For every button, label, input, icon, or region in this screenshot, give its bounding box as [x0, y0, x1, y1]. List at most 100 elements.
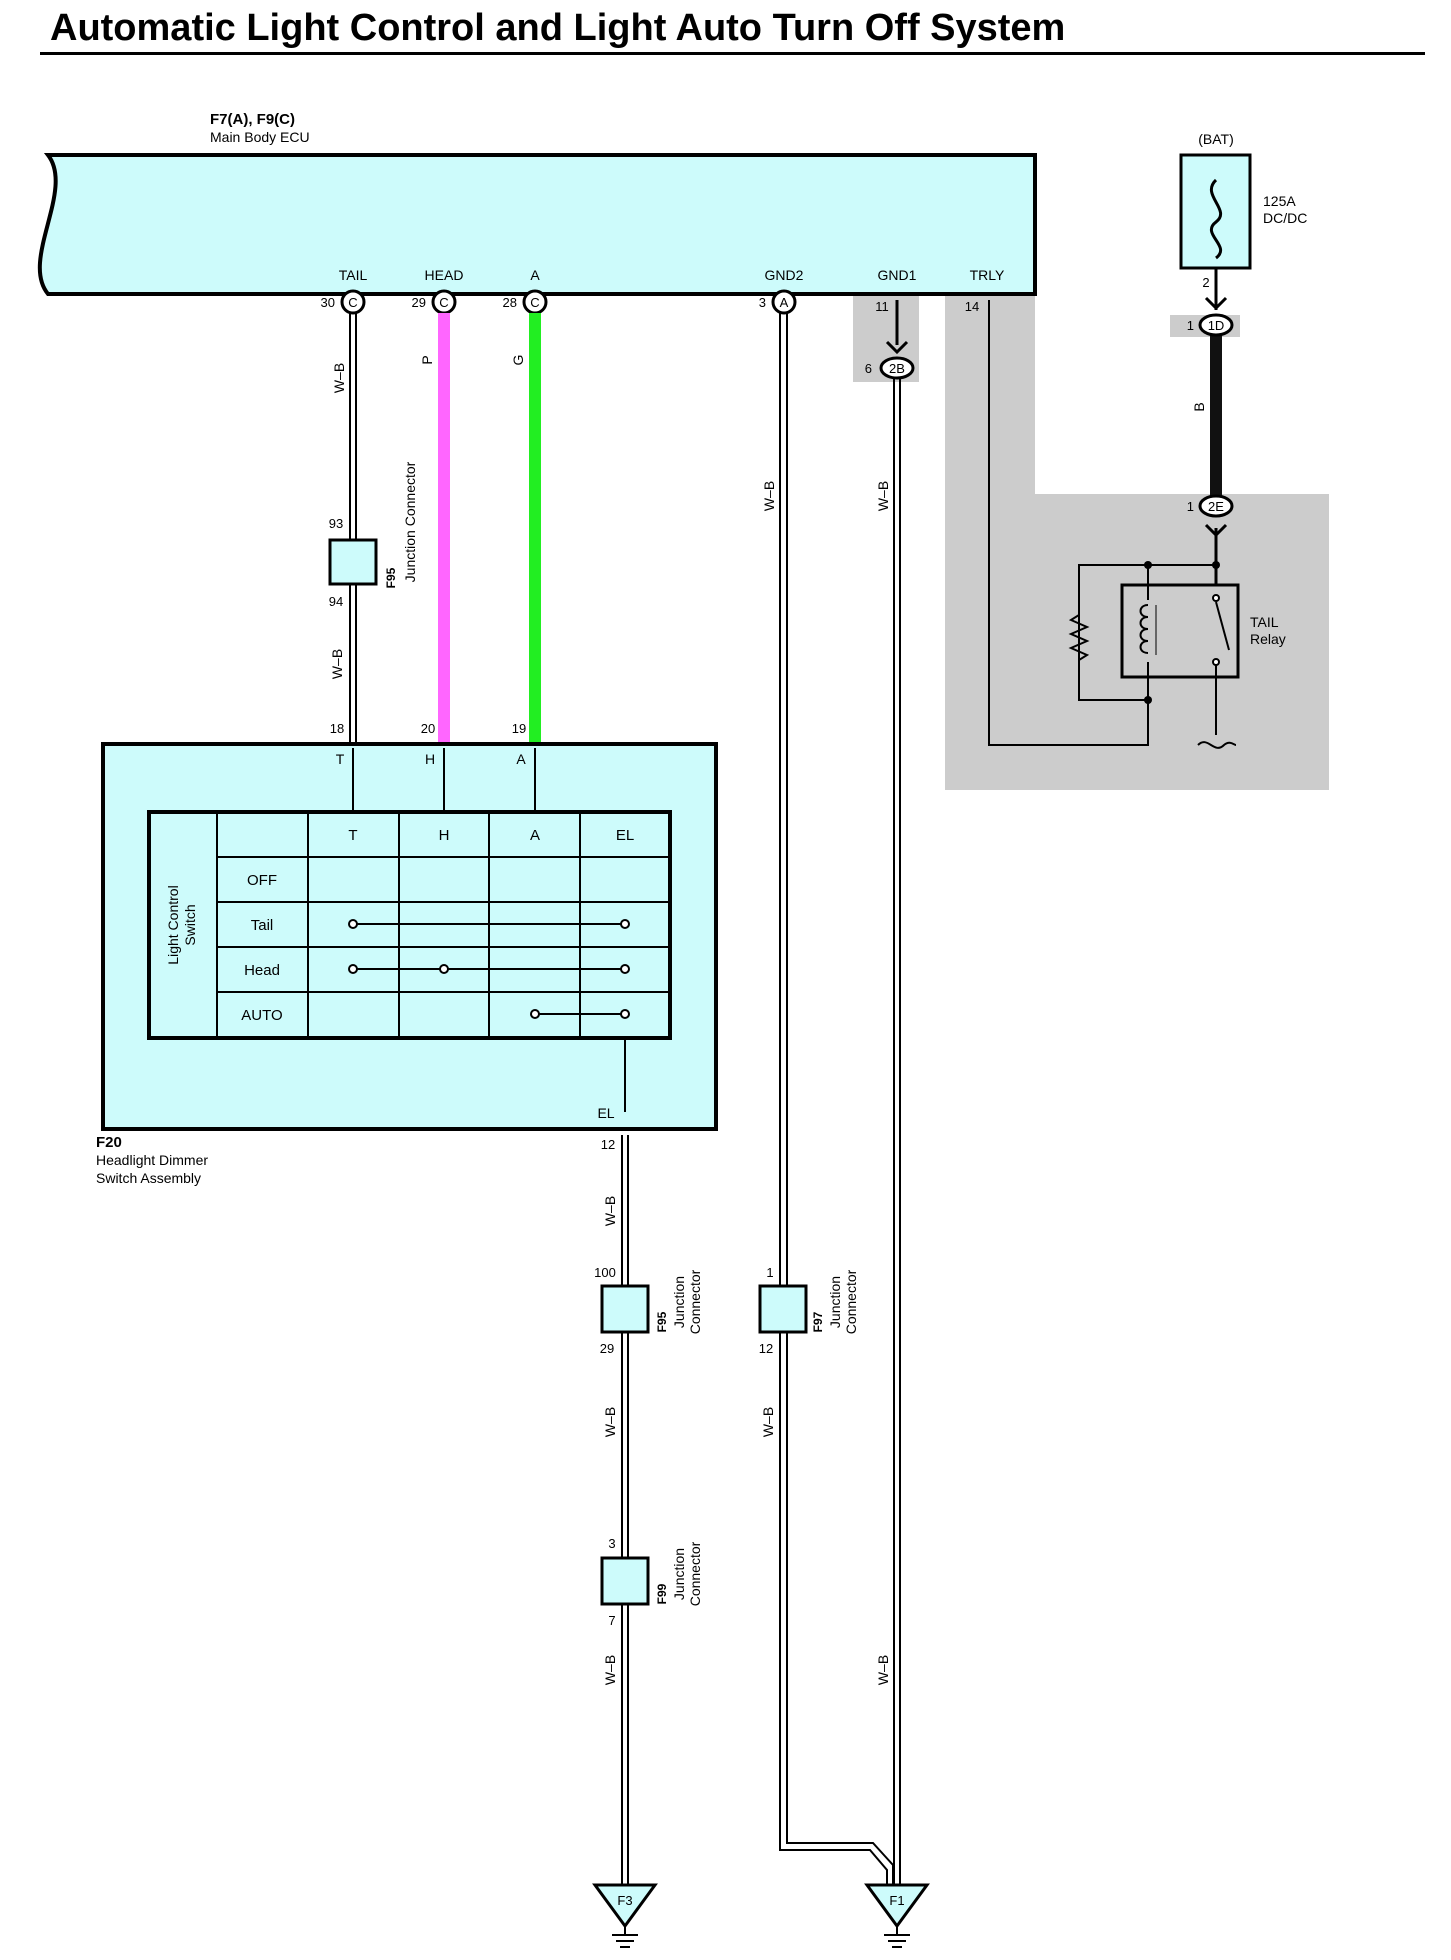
- pin-14: 14: [965, 299, 979, 314]
- switch-col-h: H: [439, 827, 450, 844]
- switch-table-side-1: Light Control: [165, 885, 181, 964]
- switch-col-a: A: [530, 827, 540, 844]
- conn-1d-oval: [1198, 313, 1234, 337]
- relay-switch-arm: [1215, 601, 1230, 651]
- ecu-name: Main Body ECU: [210, 129, 310, 145]
- wire-label-tail: W–B: [331, 363, 347, 393]
- conn-2e-pin: 1: [1187, 499, 1194, 514]
- gnd1-conn-oval: [879, 356, 915, 380]
- gnd1-connector: 6 2B: [865, 340, 915, 380]
- main-body-ecu: F7(A), F9(C) Main Body ECU TAIL HEAD A G…: [37, 111, 1037, 296]
- ecu-terminal-tail: TAIL: [339, 267, 368, 283]
- relay-label-1: TAIL: [1250, 614, 1279, 630]
- wire-label-head: P: [419, 355, 435, 364]
- conn-dot-auto-el: [620, 1009, 630, 1019]
- junction-f95-top: 93 94 F95 Junction Connector: [328, 461, 418, 609]
- f97-name-1: Junction: [827, 1276, 843, 1328]
- wire-label-a: G: [510, 355, 526, 366]
- wire-gnd2-r: [786, 313, 894, 1885]
- f97-pin-in: 1: [766, 1265, 773, 1280]
- switch-pin-18: 18: [330, 721, 344, 736]
- conn-1d-code: 1D: [1208, 318, 1225, 333]
- f95-low-code: F95: [655, 1311, 669, 1332]
- wire-label-el-lower: W–B: [602, 1655, 618, 1685]
- pin-29: 29: [412, 295, 426, 310]
- f95-low-name-1: Junction: [671, 1276, 687, 1328]
- conn-dot-auto-a: [530, 1009, 540, 1019]
- switch-col-el: EL: [616, 827, 634, 844]
- relay-contact-bottom: [1212, 658, 1220, 666]
- wire-trly: [988, 300, 1149, 746]
- wire-gnd2-l: [779, 313, 888, 1885]
- relay-junction-dot-1: [1144, 696, 1152, 704]
- conn-dot-tail-el: [620, 919, 630, 929]
- f95-top-box: [328, 538, 378, 586]
- conn-2e-code: 2E: [1208, 499, 1224, 514]
- gnd1-conn-pin: 6: [865, 361, 872, 376]
- conn-c-tail-label: C: [348, 295, 357, 310]
- junction-f99: 3 7 F99 Junction Connector: [600, 1536, 703, 1628]
- relay-coil-icon: [1139, 604, 1149, 654]
- ground-f1-label: F1: [889, 1893, 904, 1908]
- relay-contact-top: [1212, 594, 1220, 602]
- f95-top-name: Junction Connector: [402, 461, 418, 582]
- conn-2e-oval: [1198, 494, 1234, 518]
- wire-label-gnd1: W–B: [875, 481, 891, 511]
- f99-code: F99: [655, 1583, 669, 1604]
- switch-connections: [348, 919, 630, 1019]
- switch-col-t: T: [348, 827, 357, 844]
- conn-1d-pin: 1: [1187, 318, 1194, 333]
- fuse-pin-out: 2: [1202, 275, 1209, 290]
- junction-f97: 1 12 F97 Junction Connector: [758, 1265, 859, 1356]
- light-control-switch-table: Light Control Switch T H A EL OFF Tail H…: [147, 810, 672, 1040]
- ecu-terminal-a: A: [530, 267, 540, 283]
- bat-arrow-1: [1204, 296, 1228, 311]
- switch-row-tail: Tail: [251, 917, 274, 934]
- conn-a-gnd2: [771, 289, 797, 315]
- bat-arrow-2: [1204, 523, 1228, 538]
- f99-name-2: Connector: [687, 1541, 703, 1606]
- relay-label-2: Relay: [1250, 631, 1286, 647]
- bat-fuse-block: (BAT) 125A DC/DC 2 1 1D 1 2E: [1179, 131, 1307, 538]
- wire-label-gnd1-lower: W–B: [875, 1655, 891, 1685]
- switch-row-off: OFF: [247, 872, 277, 889]
- switch-assembly-name-1: Headlight Dimmer: [96, 1152, 208, 1168]
- conn-c-a-label: C: [530, 295, 539, 310]
- f97-pin-out: 12: [759, 1341, 773, 1356]
- pin-3: 3: [759, 295, 766, 310]
- conn-c-tail: [340, 289, 366, 315]
- switch-label-a: A: [516, 751, 526, 767]
- junction-f95-low: 100 29 F95 Junction Connector: [594, 1265, 703, 1356]
- wire-labels: W–B P G W–B W–B B W–B W–B W–B W–B W–B W–…: [329, 355, 1207, 1686]
- fuse-icon: [1209, 178, 1223, 260]
- fuse-box: [1179, 153, 1252, 270]
- f97-name-2: Connector: [843, 1269, 859, 1334]
- f95-top-code: F95: [384, 567, 398, 588]
- pin-30: 30: [321, 295, 335, 310]
- switch-el-pin: 12: [601, 1137, 615, 1152]
- tail-relay: TAIL Relay: [1068, 561, 1286, 749]
- relay-junction-dot-3: [1212, 561, 1220, 569]
- relay-junction-dot-2: [1144, 561, 1152, 569]
- ground-f1: F1: [864, 1883, 930, 1948]
- f97-box: [758, 1284, 808, 1334]
- wire-label-gnd2-lower: W–B: [760, 1407, 776, 1437]
- ecu-pins: 30 C 29 C 28 C 3 A 11 14: [321, 289, 979, 315]
- ground-f1-triangle: [864, 1883, 930, 1929]
- switch-label-h: H: [425, 751, 435, 767]
- f95-low-box: [600, 1284, 650, 1334]
- switch-pin-19: 19: [512, 721, 526, 736]
- switch-row-head: Head: [244, 962, 280, 979]
- wire-label-el-upper: W–B: [602, 1196, 618, 1226]
- conn-a-gnd2-label: A: [780, 295, 789, 310]
- switch-pin-20: 20: [421, 721, 435, 736]
- fuse-name: DC/DC: [1263, 210, 1307, 226]
- conn-dot-head-el: [620, 964, 630, 974]
- ecu-terminal-gnd2: GND2: [765, 267, 804, 283]
- f95-low-pin-out: 29: [600, 1341, 614, 1356]
- f99-name-1: Junction: [671, 1548, 687, 1600]
- switch-assembly-code: F20: [96, 1134, 122, 1151]
- conn-dot-head-h: [439, 964, 449, 974]
- conn-c-head-label: C: [439, 295, 448, 310]
